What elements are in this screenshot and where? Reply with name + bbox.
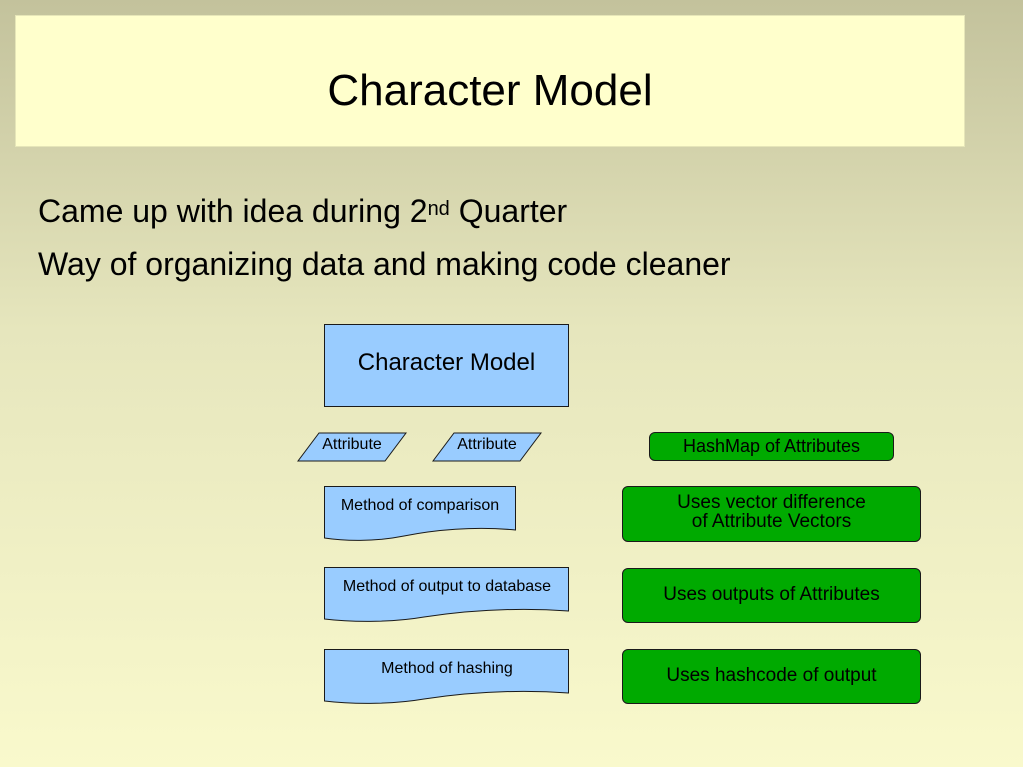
bullet-idea: Came up with idea during 2nd Quarter: [38, 192, 567, 230]
hashmap-box: HashMap of Attributes: [649, 432, 894, 461]
attribute-shape-2: Attribute: [432, 432, 542, 462]
parallelogram-shape: [297, 432, 407, 462]
vector-difference-box: Uses vector difference of Attribute Vect…: [622, 486, 921, 542]
document-shape: [324, 649, 569, 704]
method-output-label: Method of output to database: [342, 578, 552, 595]
document-shape: [324, 567, 569, 622]
document-shape: [324, 486, 516, 541]
hashcode-box: Uses hashcode of output: [622, 649, 921, 704]
method-hashing-label: Method of hashing: [381, 660, 513, 677]
method-hashing-shape: Method of hashing: [324, 649, 570, 705]
method-comparison-shape: Method of comparison: [324, 486, 516, 542]
attribute-label-1: Attribute: [322, 436, 382, 453]
method-output-shape: Method of output to database: [324, 567, 570, 623]
bullet-idea-suffix: Quarter: [449, 193, 568, 229]
parallelogram-shape: [432, 432, 542, 462]
slide-title: Character Model: [327, 66, 653, 115]
bullet-organizing: Way of organizing data and making code c…: [38, 246, 731, 282]
bullet-idea-prefix: Came up with idea during 2: [38, 193, 428, 229]
title-box: Character Model: [16, 16, 964, 146]
bullet-idea-superscript: nd: [427, 198, 450, 220]
attribute-label-2: Attribute: [457, 436, 517, 453]
outputs-box: Uses outputs of Attributes: [622, 568, 921, 623]
vector-difference-line-1: Uses vector difference: [677, 492, 866, 513]
method-comparison-label: Method of comparison: [340, 497, 500, 514]
vector-difference-line-2: of Attribute Vectors: [691, 511, 852, 532]
attribute-shape-1: Attribute: [297, 432, 407, 462]
character-model-box: Character Model: [324, 324, 569, 407]
